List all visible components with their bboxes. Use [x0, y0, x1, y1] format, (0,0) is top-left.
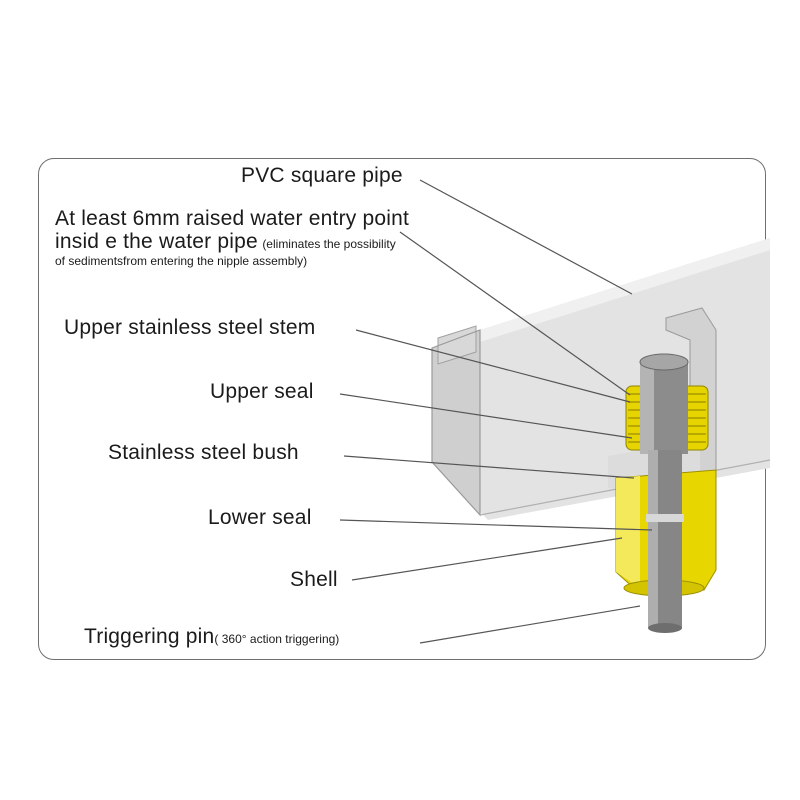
leader-lines — [339, 179, 653, 644]
steel-stem-and-pin — [639, 353, 689, 633]
label-triggering-pin: Triggering pin — [84, 625, 215, 648]
label-upper-stainless-steel-stem: Upper stainless steel stem — [64, 316, 316, 339]
pvc-square-pipe — [431, 238, 771, 520]
label-raised-entry-line2-group: insid e the water pipe (eliminates the p… — [55, 230, 396, 254]
label-raised-entry-note2: of sedimentsfrom entering the nipple ass… — [55, 254, 308, 268]
label-lower-seal: Lower seal — [208, 506, 312, 529]
label-stainless-steel-bush: Stainless steel bush — [108, 441, 299, 464]
label-raised-entry-line1: At least 6mm raised water entry point — [55, 207, 410, 230]
label-raised-entry-line2: insid e the water pipe — [55, 230, 258, 253]
label-raised-entry-note1: (eliminates the possibility — [262, 237, 396, 251]
label-upper-seal: Upper seal — [210, 380, 314, 403]
label-triggering-pin-group: Triggering pin( 360° action triggering) — [84, 625, 339, 649]
label-triggering-note: ( 360° action triggering) — [214, 632, 340, 646]
label-pvc-square-pipe: PVC square pipe — [241, 164, 403, 187]
label-shell: Shell — [290, 568, 338, 591]
